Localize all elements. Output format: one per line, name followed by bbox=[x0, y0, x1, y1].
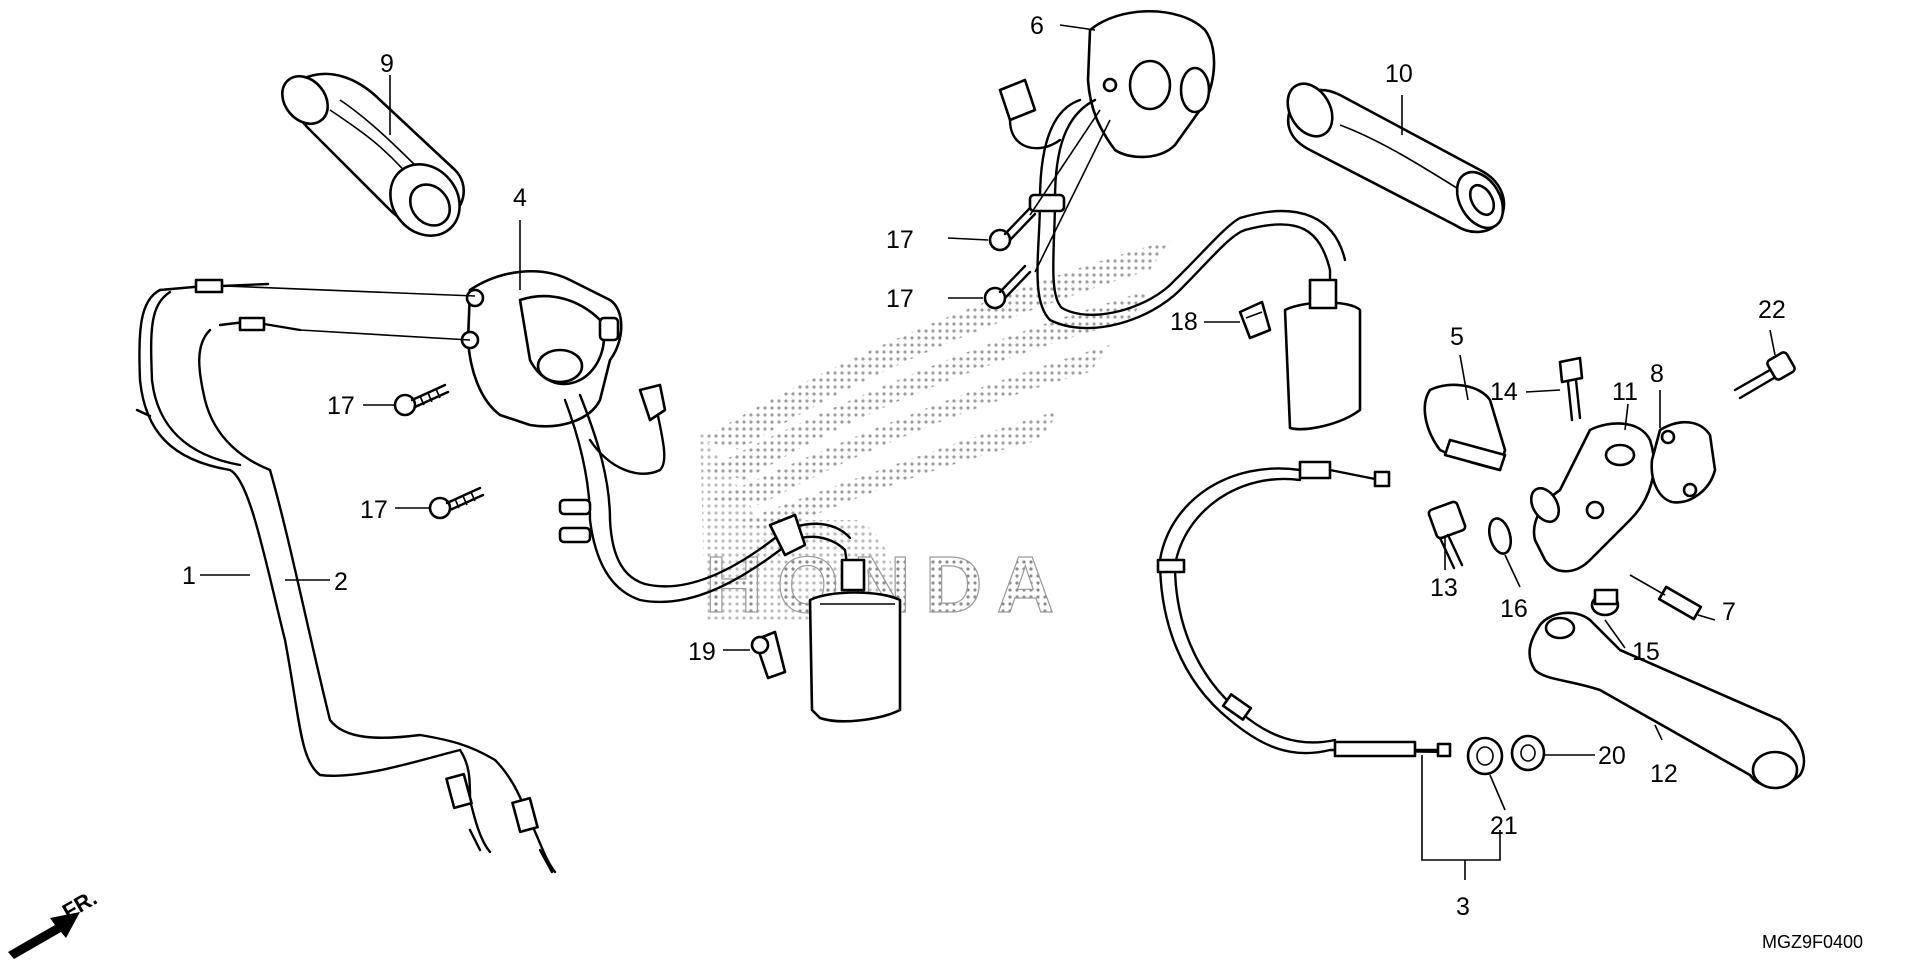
callout-2: 2 bbox=[334, 568, 348, 596]
callout-7: 7 bbox=[1722, 598, 1736, 626]
callout-13: 13 bbox=[1430, 574, 1458, 602]
left-grip-9 bbox=[281, 72, 465, 237]
callout-16: 16 bbox=[1500, 595, 1528, 623]
throttle-cable-2 bbox=[198, 316, 557, 874]
clip-19 bbox=[750, 630, 787, 680]
screw-17-left-lower bbox=[428, 486, 485, 520]
lever-cover-5 bbox=[1423, 383, 1507, 472]
cable-end-fittings bbox=[445, 772, 554, 874]
nut-21 bbox=[1466, 736, 1504, 776]
lever-bracket-11 bbox=[1529, 422, 1656, 573]
leader-lines bbox=[200, 24, 1776, 880]
right-grip-10 bbox=[1286, 82, 1506, 234]
callout-15: 15 bbox=[1632, 638, 1660, 666]
screw-17-right-upper bbox=[988, 206, 1037, 252]
left-switch-housing-4 bbox=[460, 270, 623, 428]
callout-12: 12 bbox=[1650, 760, 1678, 788]
callout-9: 9 bbox=[380, 50, 394, 78]
callout-5: 5 bbox=[1450, 323, 1464, 351]
callout-17-right-upper: 17 bbox=[886, 226, 914, 254]
callout-1: 1 bbox=[182, 562, 196, 590]
callout-4: 4 bbox=[513, 184, 527, 212]
bolt-14 bbox=[1558, 356, 1584, 422]
clutch-cable-3 bbox=[1156, 460, 1452, 758]
left-connector-box bbox=[808, 548, 902, 723]
screw-17-right-lower bbox=[983, 264, 1032, 310]
callout-3: 3 bbox=[1456, 893, 1470, 921]
callout-14: 14 bbox=[1490, 378, 1518, 406]
callout-6: 6 bbox=[1030, 12, 1044, 40]
adjuster-13 bbox=[1427, 500, 1467, 570]
pin-7 bbox=[1629, 574, 1703, 621]
callout-22: 22 bbox=[1758, 296, 1786, 324]
bolt-22 bbox=[1733, 351, 1796, 400]
clutch-lever-12 bbox=[1528, 611, 1806, 790]
left-switch-harness bbox=[558, 383, 852, 604]
throttle-cable-1 bbox=[135, 278, 492, 854]
washer-20 bbox=[1510, 734, 1546, 772]
callout-19: 19 bbox=[688, 638, 716, 666]
callout-21: 21 bbox=[1490, 812, 1518, 840]
callout-11: 11 bbox=[1612, 378, 1638, 406]
callout-8: 8 bbox=[1650, 360, 1664, 388]
callout-17-right-lower: 17 bbox=[886, 285, 914, 313]
callout-17-left-lower: 17 bbox=[360, 496, 388, 524]
callout-10: 10 bbox=[1385, 60, 1413, 88]
screw-17-left-upper bbox=[393, 383, 450, 417]
callout-18: 18 bbox=[1170, 308, 1198, 336]
callout-17-left-upper: 17 bbox=[327, 392, 355, 420]
drawing-code: MGZ9F0400 bbox=[1762, 932, 1863, 952]
callout-20: 20 bbox=[1598, 742, 1626, 770]
locknut-16 bbox=[1487, 517, 1513, 555]
right-connector-box bbox=[1283, 278, 1362, 431]
nut-15 bbox=[1590, 588, 1620, 617]
right-switch-housing-6 bbox=[1086, 9, 1216, 159]
clamp-8 bbox=[1650, 421, 1717, 504]
clip-18 bbox=[1238, 300, 1272, 340]
right-switch-harness bbox=[998, 78, 1347, 330]
front-indicator: FR. bbox=[8, 885, 101, 959]
